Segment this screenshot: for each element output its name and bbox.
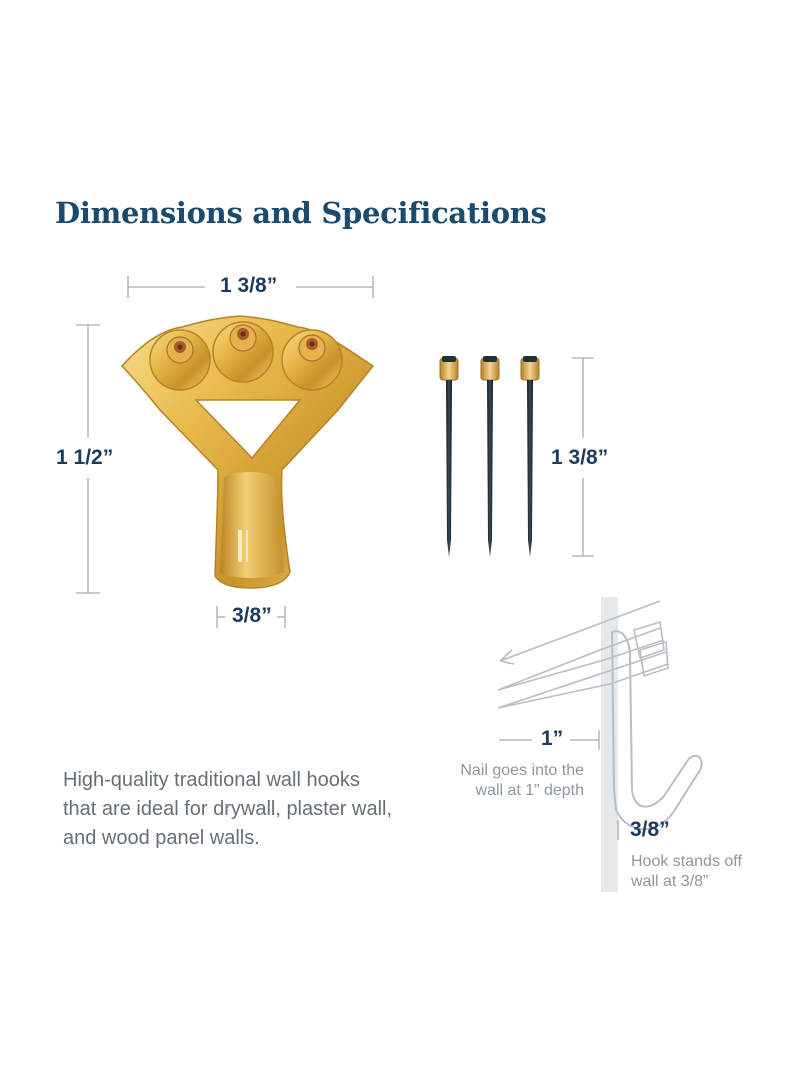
installation-diagram [497,597,703,892]
standoff-caption: Hook stands off wall at 3/8” [631,852,742,892]
nail-length-label: 1 3/8” [551,446,609,469]
hook-height-label: 1 1/2” [56,446,114,469]
standoff-caption-line: Hook stands off [631,853,742,870]
nail-depth-caption: Nail goes into the wall at 1” depth [444,761,584,801]
nails-image [439,356,540,557]
hook-width-label: 1 3/8” [220,274,278,297]
nail-length-dimension-line [572,357,594,557]
nail [520,356,540,557]
nail-depth-label: 1” [541,727,564,750]
standoff-label: 3/8” [630,818,670,841]
nail-depth-caption-line: Nail goes into the [460,762,584,779]
product-description: High-quality traditional wall hooks that… [63,769,393,849]
nail-depth-dimension-line [499,730,600,750]
standoff-caption-line: wall at 3/8” [631,873,709,890]
nail-depth-caption-line: wall at 1” depth [475,782,584,799]
hook-width-dimension-line [127,276,374,298]
brass-hook-image [120,315,375,589]
hook-height-dimension-line [76,324,100,594]
nail [439,356,459,557]
hook-base-width-label: 3/8” [232,604,272,627]
hook-base-dimension-line [216,606,286,628]
nail [480,356,500,557]
page-title: Dimensions and Specifications [55,196,547,230]
